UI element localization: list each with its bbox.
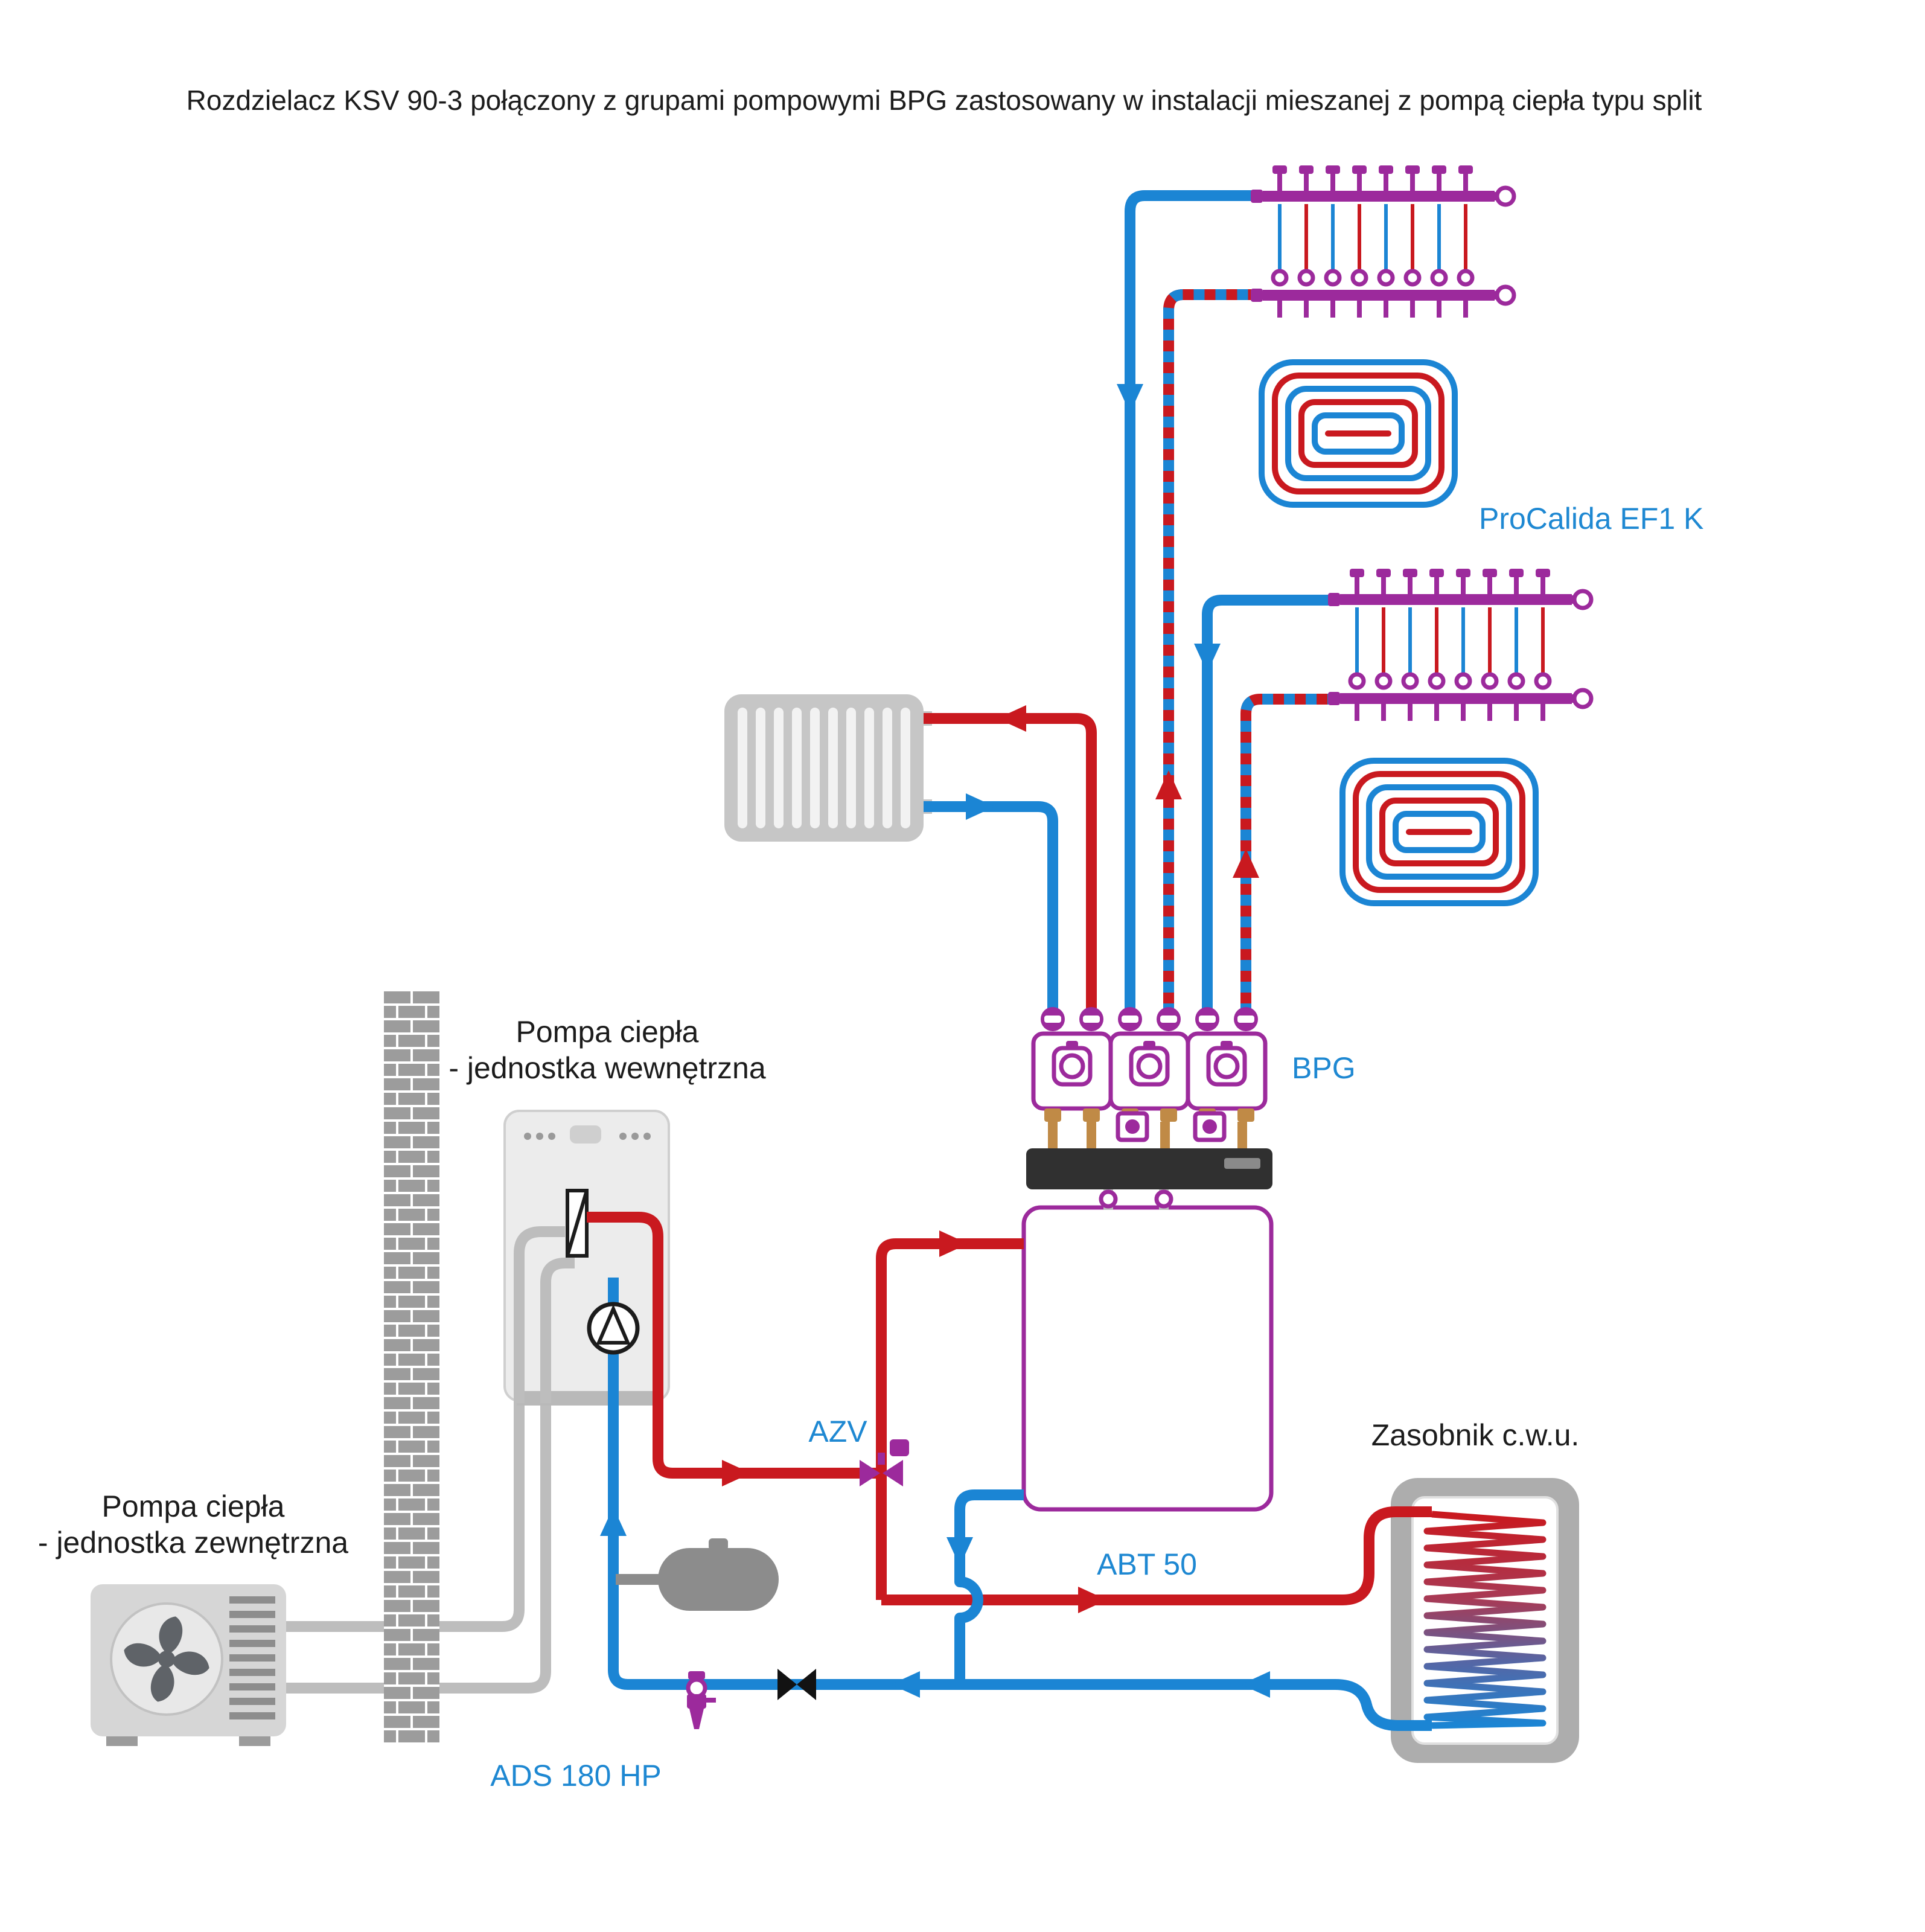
expansion-vessel — [658, 1538, 779, 1611]
brick-chimney — [384, 990, 439, 1745]
floor-manifold-2 — [1328, 569, 1591, 721]
floor-loop-1 — [1259, 359, 1458, 508]
svg-text:Pompa ciepła: Pompa ciepła — [516, 1015, 699, 1049]
pipe-return-manifold-1 — [1125, 190, 1253, 1014]
pipe-return-manifold-2 — [1202, 595, 1330, 1014]
brand-logo — [1224, 1158, 1260, 1169]
label-floor-manifold: ProCalida EF1 K — [1479, 502, 1703, 536]
refrigerant-pipes — [286, 1403, 551, 1694]
bpg-pump-2 — [1111, 1007, 1188, 1122]
label-dhw-tank: Zasobnik c.w.u. — [1371, 1418, 1580, 1452]
pipe-supply-to-buffer — [876, 1238, 1024, 1600]
pipe-mixed-supply-2 — [1240, 694, 1330, 1014]
bpg-pump-group — [1033, 1007, 1265, 1142]
azv-valve-icon — [860, 1439, 909, 1486]
floor-loop-2 — [1339, 758, 1539, 906]
heat-pump-outdoor-unit — [91, 1584, 286, 1746]
buffer-tank — [1021, 1205, 1274, 1512]
ads-filter-icon — [686, 1671, 716, 1729]
label-heat-pump-indoor: Pompa ciepła - jednostka wewnętrzna — [449, 1015, 765, 1085]
pipe-radiator-return — [924, 801, 1058, 1014]
label-heat-pump-outdoor: Pompa ciepła - jednostka zewnętrzna — [38, 1489, 348, 1559]
pipes-layer — [587, 190, 1432, 1731]
label-ads-filter: ADS 180 HP — [490, 1759, 661, 1793]
shutoff-element-icon — [566, 1189, 589, 1258]
diagram-title: Rozdzielacz KSV 90-3 połączony z grupami… — [187, 85, 1702, 116]
indoor-unit-panel-dots — [524, 1133, 651, 1140]
pipe-heatpump-supply — [587, 1212, 881, 1479]
floor-manifold-1 — [1251, 165, 1514, 318]
radiator — [724, 694, 932, 842]
label-buffer-tank: ABT 50 — [1097, 1547, 1197, 1581]
dhw-heat-exchanger-coil — [1423, 1511, 1547, 1729]
bpg-pump-3 — [1188, 1007, 1265, 1122]
label-azv: AZV — [808, 1415, 867, 1448]
shutoff-valve-icon — [777, 1669, 816, 1700]
outdoor-unit-grille — [229, 1596, 275, 1719]
svg-text:- jednostka wewnętrzna: - jednostka wewnętrzna — [449, 1051, 765, 1085]
pipe-mixed-supply-2-stripe — [1240, 694, 1330, 1014]
indoor-unit-display — [570, 1125, 601, 1144]
pipe-supply-to-dhw — [881, 1506, 1432, 1605]
pipe-radiator-supply — [924, 713, 1097, 1014]
pipe-main-return — [608, 1278, 1432, 1731]
label-bpg: BPG — [1292, 1051, 1356, 1085]
svg-text:- jednostka zewnętrzna: - jednostka zewnętrzna — [38, 1526, 348, 1559]
svg-text:Pompa ciepła: Pompa ciepła — [102, 1489, 285, 1523]
ksv-distributor-bar — [1026, 1122, 1272, 1210]
circulation-pump-icon — [587, 1302, 640, 1355]
pipe-mixed-supply-1-stripe — [1163, 289, 1253, 1014]
flow-arrows — [600, 384, 1270, 1698]
pipe-buffer-return-down — [954, 1489, 1024, 1684]
heat-pump-indoor-unit — [503, 1110, 670, 1406]
bpg-pump-1 — [1033, 1007, 1111, 1122]
fan-icon — [124, 1616, 209, 1702]
